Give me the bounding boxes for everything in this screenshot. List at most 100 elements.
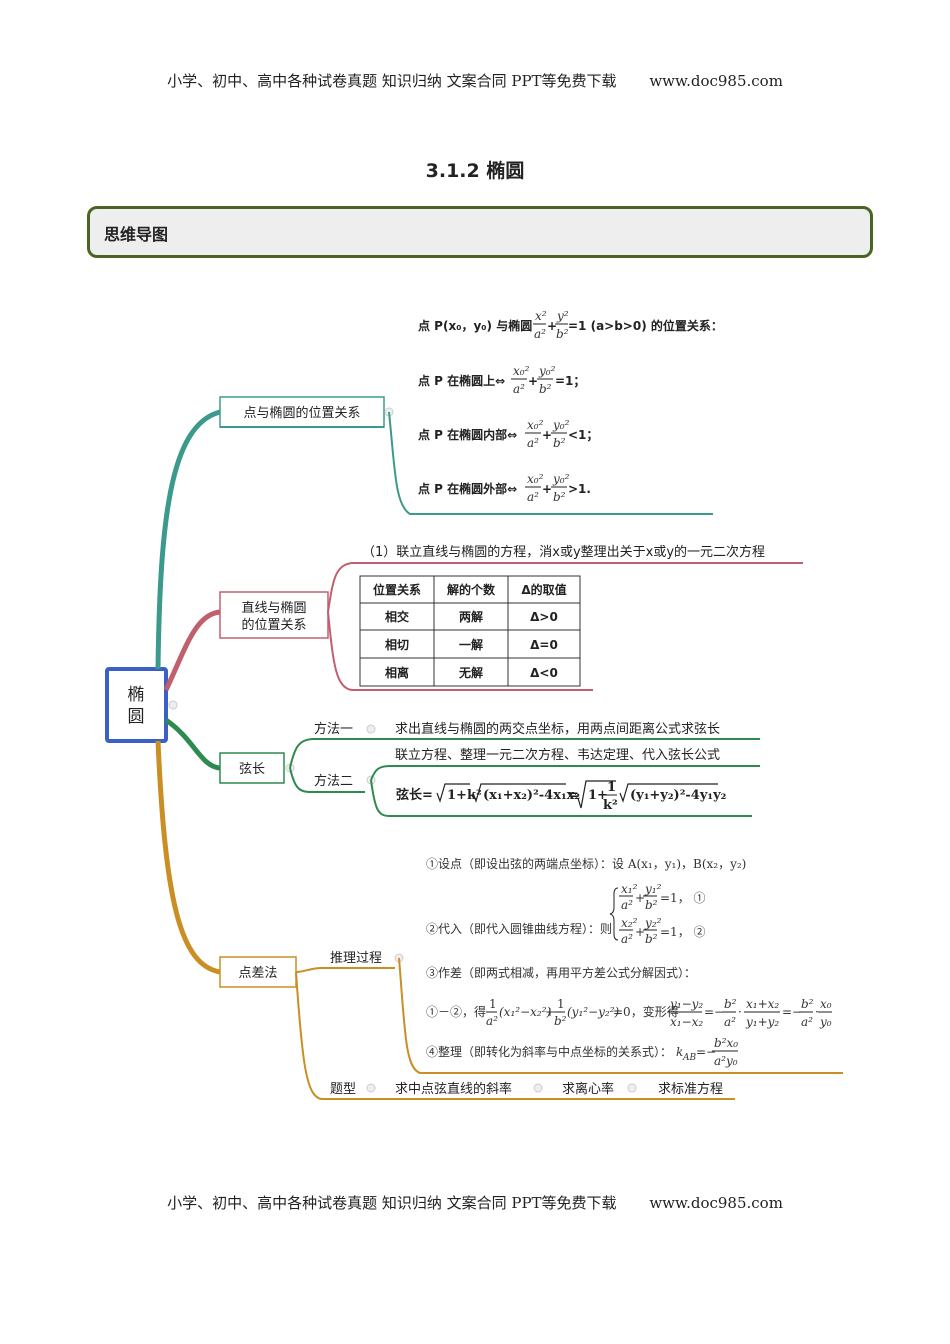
svg-text:b²: b²: [645, 932, 658, 946]
svg-text:b²: b²: [724, 997, 737, 1011]
table-cell: Δ<0: [530, 666, 558, 680]
table-cell: 无解: [458, 665, 483, 680]
header-site[interactable]: www.doc985.com: [649, 72, 783, 90]
branch2-upper-line: [327, 562, 803, 613]
svg-text:=0，变形得: =0，变形得: [613, 1004, 679, 1019]
branch2-label1: 直线与椭圆: [241, 600, 306, 616]
svg-text:·: ·: [738, 1005, 742, 1019]
branch1-line4b: >1.: [568, 482, 591, 496]
svg-text:=1， ②: =1， ②: [660, 925, 706, 939]
svg-text:=−: =−: [782, 1005, 802, 1019]
svg-text:b²: b²: [556, 327, 569, 341]
svg-text:(y₁+y₂)²-4y₁y₂: (y₁+y₂)²-4y₁y₂: [630, 788, 726, 803]
branch1-content-line: [388, 411, 713, 515]
svg-text:b²: b²: [801, 997, 814, 1011]
svg-text:b²: b²: [554, 1014, 567, 1028]
svg-text:y₁²: y₁²: [644, 882, 662, 896]
svg-text:k²: k²: [603, 798, 618, 813]
svg-text:+: +: [635, 925, 645, 939]
svg-text:b²: b²: [553, 436, 566, 450]
sub2-label: 题型: [330, 1082, 356, 1097]
svg-text:(y₁²−y₂²): (y₁²−y₂²): [567, 1005, 620, 1019]
position-table: 位置关系 解的个数 Δ的取值 相交 两解 Δ>0 相切 一解 Δ=0 相离 无解…: [359, 575, 581, 687]
chord-length-formula: 弦长= 1+k² (x₁+x₂)²-4x₁x₂ = 1+ 1k² (y₁+y₂)…: [396, 780, 726, 813]
connector-branch2: [163, 609, 221, 692]
svg-text:y₁+y₂: y₁+y₂: [745, 1015, 779, 1029]
ellipse-equation-fraction: x² a² + y² b²: [533, 309, 569, 341]
svg-text:x₁−x₂: x₁−x₂: [670, 1015, 703, 1029]
svg-text:弦长=: 弦长=: [396, 787, 433, 803]
branch4-node[interactable]: [219, 956, 297, 988]
table-header-1: 位置关系: [373, 582, 421, 597]
svg-text:y₀: y₀: [819, 1015, 832, 1029]
svg-text:y²: y²: [556, 309, 569, 323]
branch1-line2a: 点 P 在椭圆上⇔: [418, 373, 505, 388]
svg-text:x₀²: x₀²: [527, 418, 544, 432]
svg-text:x₁²: x₁²: [621, 882, 638, 896]
page-footer: 小学、初中、高中各种试卷真题 知识归纳 文案合同 PPT等免费下载 www.do…: [0, 1192, 950, 1213]
method1-label: 方法一: [314, 721, 353, 737]
table-cell: Δ>0: [530, 610, 558, 624]
root-label-1: 椭: [128, 685, 145, 705]
section-heading: 思维导图: [87, 206, 873, 258]
svg-text:b²: b²: [645, 898, 658, 912]
svg-text:x²: x²: [535, 309, 547, 323]
svg-text:a²: a²: [801, 1015, 813, 1029]
method1-line: [289, 738, 760, 769]
method1-text: 求出直线与椭圆的两交点坐标，用两点间距离公式求弦长: [395, 721, 720, 737]
header-text: 小学、初中、高中各种试卷真题 知识归纳 文案合同 PPT等免费下载: [167, 72, 617, 90]
step5-text: ④整理（即转化为斜率与中点坐标的关系式）：: [426, 1044, 672, 1059]
sub1-label: 推理过程: [330, 951, 382, 966]
branch2-node[interactable]: [219, 591, 329, 639]
step1-text: ①设点（即设出弦的两端点坐标）：设 A(x₁，y₁)，B(x₂，y₂): [426, 856, 746, 871]
step3-text: ③作差（即两式相减，再用平方差公式分解因式）：: [426, 965, 696, 980]
method2-text: 联立方程、整理一元二次方程、韦达定理、代入弦长公式: [395, 747, 720, 763]
svg-text:x₁+x₂: x₁+x₂: [746, 997, 779, 1011]
step4-formula: 1a² (x₁²−x₂²) + 1b² (y₁²−y₂²) =0，变形得 y₁−…: [486, 997, 832, 1029]
branch1-node[interactable]: [219, 396, 385, 428]
svg-text:=−: =−: [704, 1005, 724, 1019]
step4-text: ①－②，得: [426, 1004, 486, 1019]
branch2-label2: 的位置关系: [241, 617, 306, 633]
svg-text:1: 1: [489, 997, 497, 1011]
svg-text:+: +: [542, 428, 552, 442]
branch1-line4a: 点 P 在椭圆外部⇔: [418, 481, 517, 496]
svg-text:=1， ①: =1， ①: [660, 891, 706, 905]
svg-text:x₀²: x₀²: [527, 472, 544, 486]
footer-site[interactable]: www.doc985.com: [649, 1194, 783, 1212]
svg-text:+: +: [547, 319, 557, 333]
branch1-line2b: =1；: [555, 374, 585, 388]
svg-text:AB: AB: [682, 1053, 696, 1063]
step2-text: ②代入（即代入圆锥曲线方程）：则: [426, 921, 612, 936]
page-header: 小学、初中、高中各种试卷真题 知识归纳 文案合同 PPT等免费下载 www.do…: [0, 70, 950, 91]
table-cell: 两解: [459, 609, 483, 624]
root-label-2: 圆: [128, 707, 145, 727]
svg-text:a²: a²: [527, 490, 539, 504]
svg-text:a²: a²: [724, 1015, 736, 1029]
svg-text:a²: a²: [621, 932, 633, 946]
svg-text:y₂²: y₂²: [644, 916, 662, 930]
svg-text:a²: a²: [534, 327, 546, 341]
page-title: 3.1.2 椭圆: [425, 160, 525, 182]
svg-text:1: 1: [607, 780, 616, 795]
type-1: 求中点弦直线的斜率: [395, 1081, 512, 1097]
table-header-2: 解的个数: [447, 582, 496, 597]
connector-branch1: [155, 409, 221, 670]
svg-text:·: ·: [815, 1005, 819, 1019]
svg-text:y₀²: y₀²: [552, 418, 570, 432]
root-node: [105, 667, 168, 743]
branch4-label: 点差法: [238, 966, 277, 981]
branch3-node[interactable]: [219, 752, 285, 784]
root-joint: [168, 700, 178, 710]
type-2: 求离心率: [562, 1081, 614, 1097]
connector-branch3: [164, 717, 221, 771]
table-header-3: Δ的取值: [521, 582, 566, 597]
section-heading-label: 思维导图: [104, 225, 169, 244]
svg-text:x₀: x₀: [820, 997, 832, 1011]
svg-text:=: =: [568, 788, 579, 803]
svg-text:y₀²: y₀²: [552, 472, 570, 486]
